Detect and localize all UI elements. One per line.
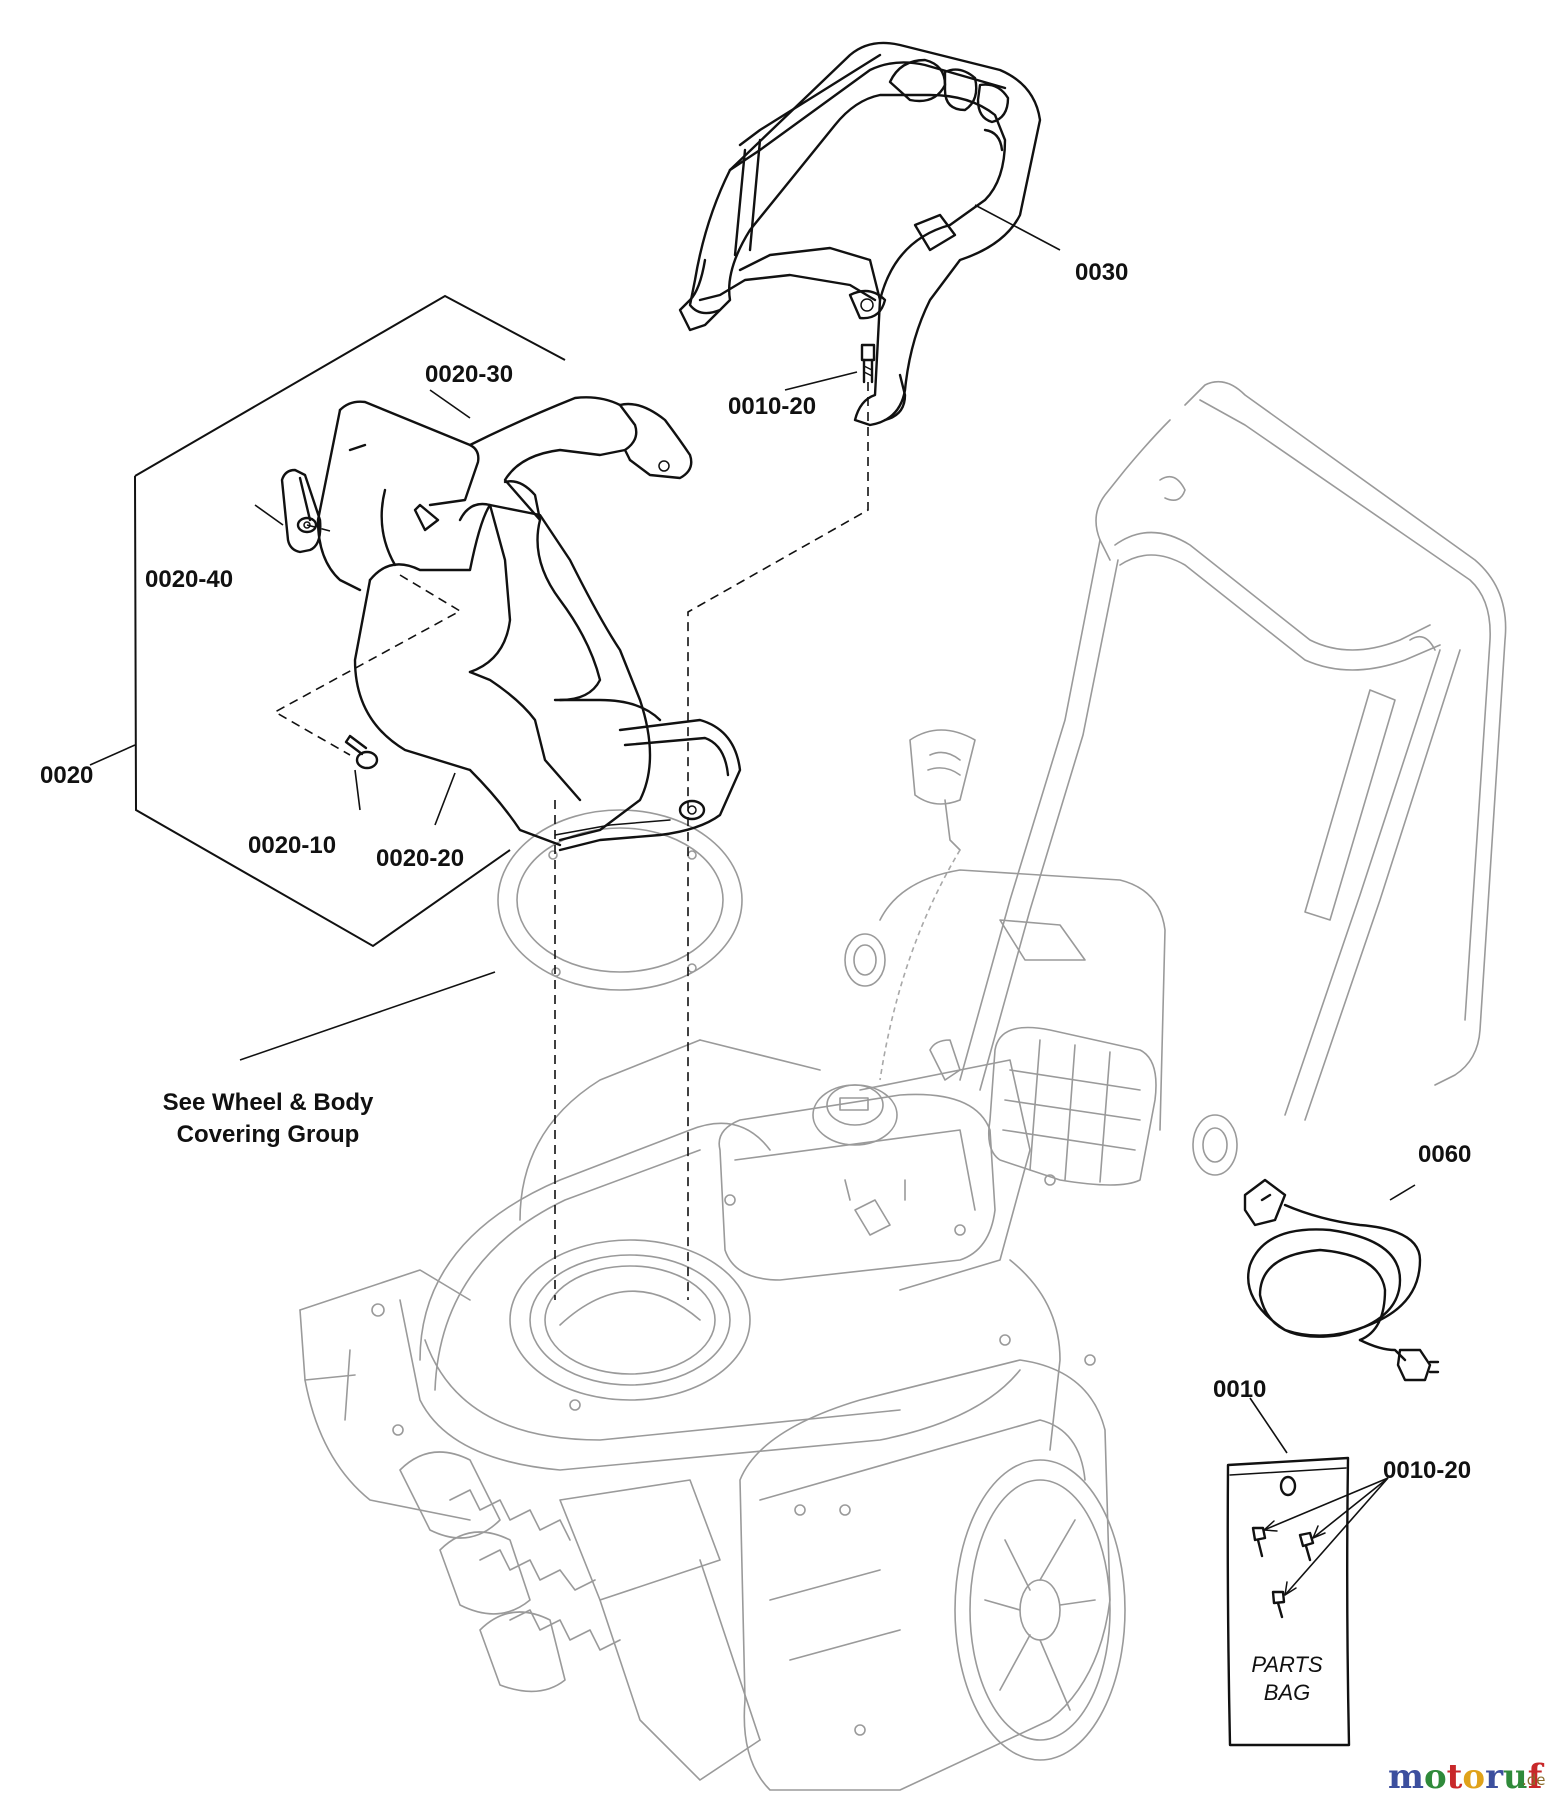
logo-suffix: .de — [1522, 1771, 1546, 1789]
callout-0020-30: 0020-30 — [425, 361, 513, 388]
part-0020-20-chute — [353, 480, 742, 852]
logo-letter: u — [1503, 1757, 1528, 1797]
bolt-0010-20-top — [860, 343, 876, 384]
chute-gasket-ring — [497, 809, 743, 991]
logo-letter: m — [1388, 1757, 1424, 1797]
group-0020-frame-bottom — [134, 475, 511, 948]
callout-0020-20: 0020-20 — [376, 845, 464, 872]
part-0020-40-knob — [280, 468, 322, 554]
motoruf-logo: motoruf .de — [1388, 1757, 1546, 1797]
logo-letter: f — [1528, 1757, 1545, 1797]
callout-0020: 0020 — [40, 762, 93, 789]
part-0030-handle-guard — [678, 41, 1042, 427]
callout-0010: 0010 — [1213, 1376, 1266, 1403]
assembly-lines — [273, 382, 869, 1300]
part-0010-parts-bag — [1226, 1456, 1351, 1747]
note-line-1: See Wheel & Body — [163, 1089, 374, 1116]
logo-wordmark: motoruf — [1388, 1757, 1545, 1797]
note-line-2: Covering Group — [177, 1121, 360, 1148]
parts-bag-label-line-1: PARTS — [1251, 1652, 1323, 1677]
callout-0020-40: 0020-40 — [145, 566, 233, 593]
parts-bag-label-line-2: BAG — [1264, 1680, 1310, 1705]
callout-0030: 0030 — [1075, 259, 1128, 286]
logo-letter: r — [1485, 1757, 1504, 1797]
logo-letter: o — [1424, 1757, 1447, 1797]
callout-0060: 0060 — [1418, 1141, 1471, 1168]
snow-thrower-body — [299, 380, 1507, 1791]
logo-letter: o — [1462, 1757, 1485, 1797]
part-0020-30-deflector — [316, 396, 693, 592]
part-0060-power-cord — [1243, 1178, 1440, 1382]
callout-0010-20-bag: 0010-20 — [1383, 1457, 1471, 1484]
leader-lines — [89, 204, 1416, 1596]
logo-letter: t — [1447, 1757, 1463, 1797]
callout-0020-10: 0020-10 — [248, 832, 336, 859]
part-0020-10-pin — [344, 734, 379, 770]
callout-0010-20-top: 0010-20 — [728, 393, 816, 420]
group-0020-frame-top — [134, 294, 566, 477]
